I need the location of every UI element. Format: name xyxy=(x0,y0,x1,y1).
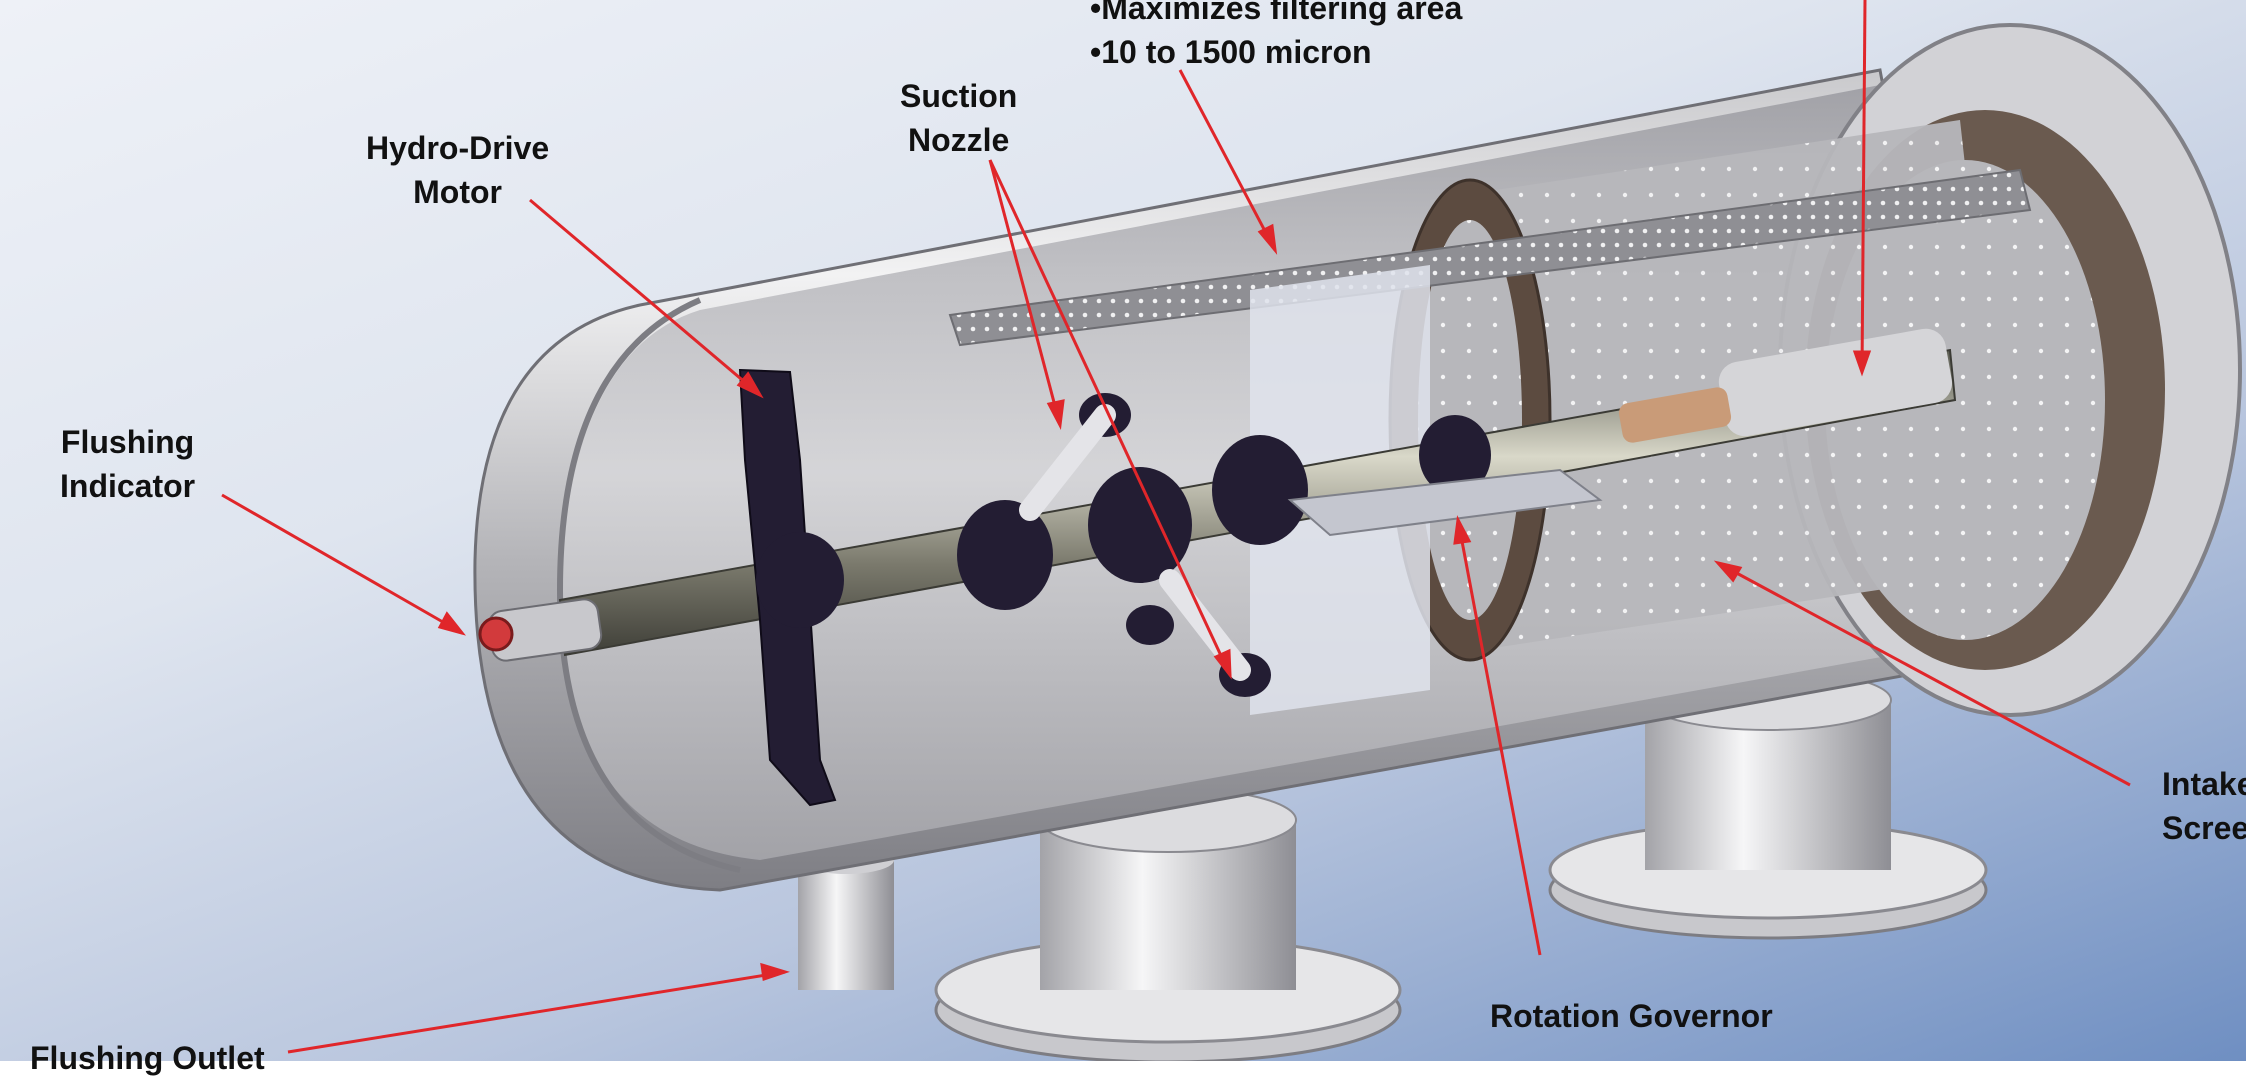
flushing-outlet-label: Flushing Outlet xyxy=(30,1040,265,1076)
bullet-micron-range: 10 to 1500 micron xyxy=(1101,34,1372,70)
suction-nozzle-label: Suction Nozzle xyxy=(900,78,1018,158)
flushing-indicator-label: Flushing Indicator xyxy=(60,424,196,504)
bullet-maximizes-filtering-area: Maximizes filtering area xyxy=(1101,0,1463,26)
screen-feature-bullets: •Maximizes filtering area •10 to 1500 mi… xyxy=(1090,0,1462,74)
rotation-governor-part xyxy=(1287,468,1603,537)
bottom-outlet-1 xyxy=(934,787,1402,1061)
flushing-indicator-part xyxy=(478,598,603,662)
suction-nozzle-assembly xyxy=(957,393,1491,697)
hydro-drive-motor-label: Hydro-Drive Motor xyxy=(366,130,550,210)
intake-screen-label: Intake Screen xyxy=(2162,766,2246,846)
coarse-screen xyxy=(948,168,2032,347)
rotation-governor-label: Rotation Governor xyxy=(1490,998,1773,1034)
callout-arrows xyxy=(221,0,2131,1054)
